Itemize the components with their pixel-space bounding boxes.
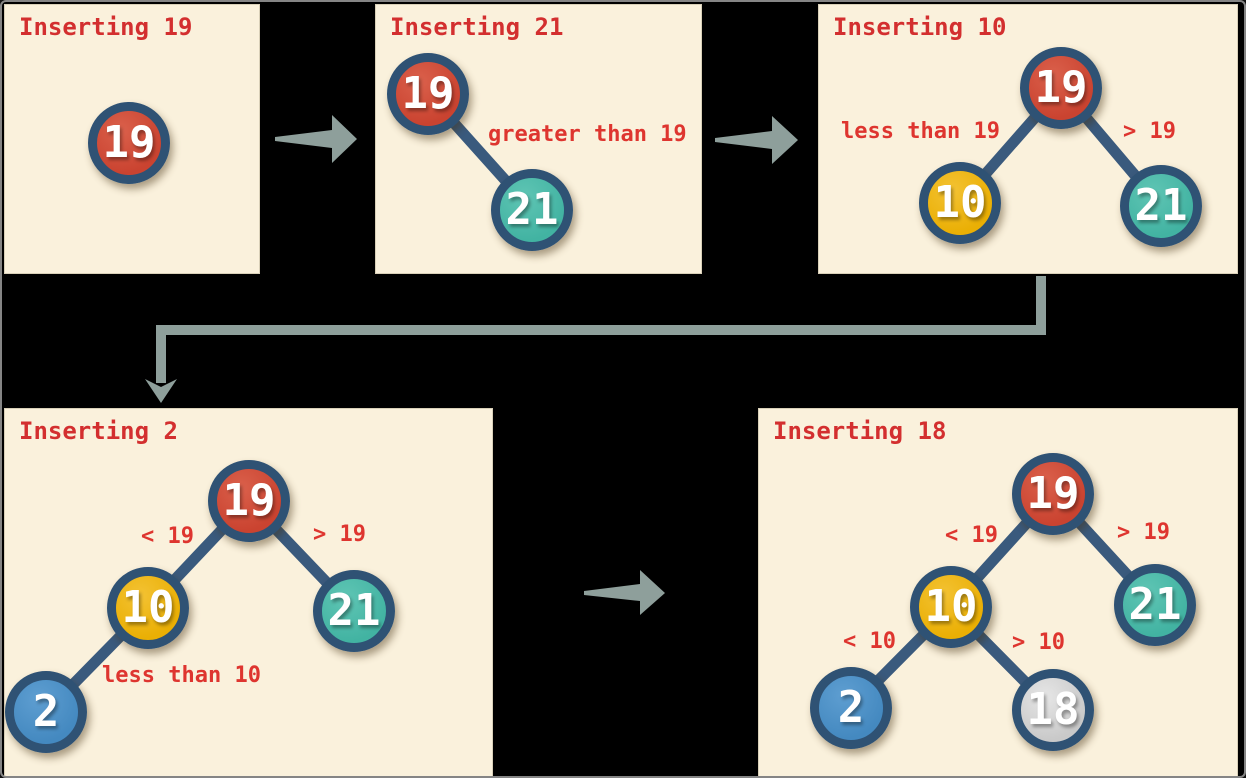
tree-node-21: 21 — [313, 570, 395, 652]
panel-title: Inserting 10 — [833, 13, 1007, 41]
tree-node-21: 21 — [491, 169, 573, 251]
tree-node-10: 10 — [919, 162, 1001, 244]
panel-inserting-18: Inserting 18 < 19 > 19 < 10 > 10 19 10 2… — [758, 408, 1238, 776]
tree-node-2: 2 — [5, 671, 87, 753]
panel-inserting-19: Inserting 19 19 — [4, 4, 260, 274]
arrow-step1-to-step2-icon — [275, 115, 357, 163]
arrow-step3-to-step4-line — [156, 276, 1046, 383]
comparison-label: > 10 — [1012, 630, 1065, 655]
node-value: 10 — [121, 582, 175, 633]
tree-node-19: 19 — [1020, 47, 1102, 129]
node-value: 19 — [401, 68, 455, 119]
node-value: 2 — [32, 686, 60, 737]
arrow-step4-to-step5-icon — [584, 570, 665, 615]
tree-node-21: 21 — [1120, 165, 1202, 247]
tree-node-21: 21 — [1114, 564, 1196, 646]
panel-inserting-10: Inserting 10 less than 19 > 19 19 10 21 — [818, 4, 1238, 274]
node-value: 21 — [505, 184, 559, 235]
node-value: 10 — [933, 177, 987, 228]
tree-node-19: 19 — [88, 102, 170, 184]
comparison-label: less than 10 — [102, 663, 261, 688]
tree-node-18: 18 — [1012, 669, 1094, 751]
node-value: 19 — [102, 117, 156, 168]
comparison-label: > 19 — [1123, 119, 1176, 144]
tree-node-10: 10 — [107, 567, 189, 649]
arrow-step3-to-step4-head-icon — [145, 379, 177, 403]
tree-node-2: 2 — [810, 667, 892, 749]
tree-node-19: 19 — [208, 460, 290, 542]
comparison-label: < 19 — [141, 524, 194, 549]
comparison-label: > 19 — [1117, 520, 1170, 545]
panel-title: Inserting 21 — [390, 13, 564, 41]
panel-inserting-2: Inserting 2 < 19 > 19 less than 10 19 10… — [4, 408, 493, 776]
node-value: 18 — [1026, 684, 1080, 735]
comparison-label: less than 19 — [841, 119, 1000, 144]
tree-node-10: 10 — [910, 566, 992, 648]
node-value: 2 — [837, 682, 865, 733]
node-value: 19 — [1034, 62, 1088, 113]
node-value: 21 — [1134, 180, 1188, 231]
panel-title: Inserting 18 — [773, 417, 947, 445]
panel-inserting-21: Inserting 21 greater than 19 19 21 — [375, 4, 702, 274]
tree-node-19: 19 — [1012, 453, 1094, 535]
node-value: 19 — [1026, 468, 1080, 519]
arrow-step2-to-step3-icon — [715, 116, 798, 164]
panel-title: Inserting 2 — [19, 417, 178, 445]
comparison-label: < 10 — [843, 629, 896, 654]
tree-node-19: 19 — [387, 53, 469, 135]
comparison-label: < 19 — [945, 523, 998, 548]
node-value: 21 — [327, 585, 381, 636]
node-value: 10 — [924, 581, 978, 632]
panel-title: Inserting 19 — [19, 13, 193, 41]
comparison-label: > 19 — [313, 522, 366, 547]
node-value: 19 — [222, 475, 276, 526]
comparison-label: greater than 19 — [488, 122, 687, 147]
node-value: 21 — [1128, 579, 1182, 630]
